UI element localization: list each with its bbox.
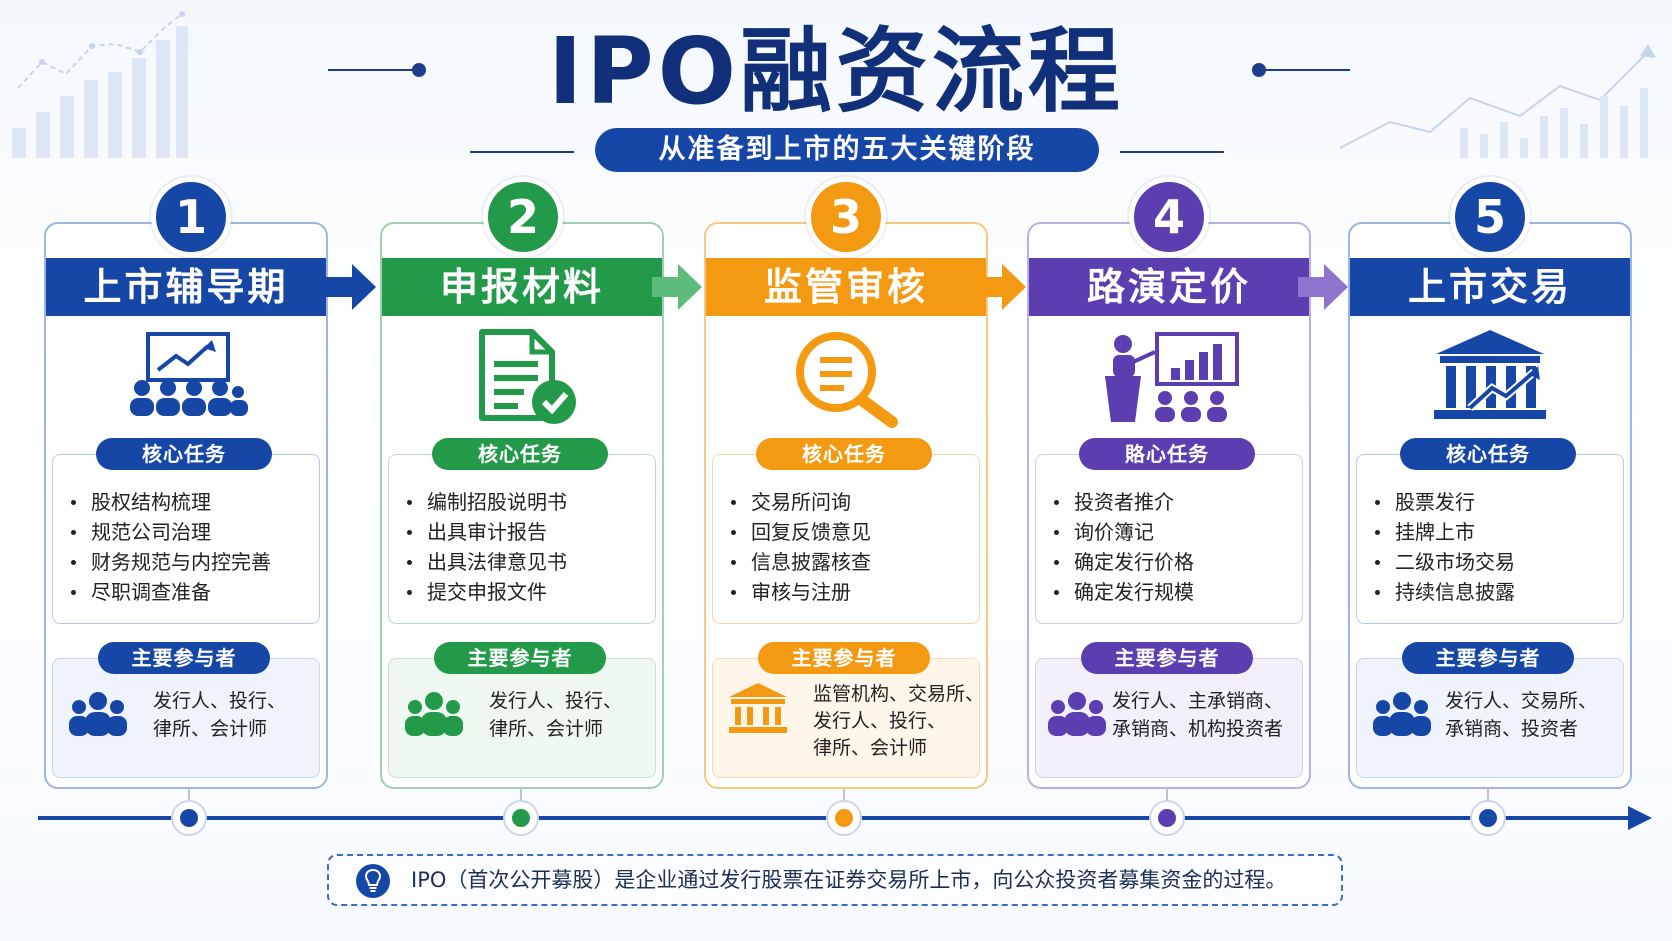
ipo-definition-note: IPO（首次公开募股）是企业通过发行股票在证券交易所上市，向公众投资者募集资金的… xyxy=(327,854,1343,906)
background-bar-chart-decoration xyxy=(12,11,188,158)
participants-text: 发行人、投行、 律所、会计师 xyxy=(489,690,623,740)
stock-exchange-building-icon xyxy=(1434,330,1546,419)
task-item: 提交申报文件 xyxy=(407,577,655,607)
timeline-tick xyxy=(843,789,845,801)
core-tasks-box: 投资者推介 询价簿记 确定发行价格 确定发行规模 xyxy=(1035,454,1303,624)
stage-title: 上市交易 xyxy=(1350,258,1630,316)
task-item: 审核与注册 xyxy=(731,577,979,607)
people-group-icon xyxy=(405,692,463,736)
people-group-icon xyxy=(1373,692,1431,736)
people-group-icon xyxy=(69,692,127,736)
task-item: 尽职调查准备 xyxy=(71,577,319,607)
stage-card-2: 申报材料 编制招股说明书 出具审计报告 出具法律意见书 提交申报文件 核心任务 … xyxy=(380,222,664,789)
timeline-node-3 xyxy=(826,800,862,836)
participants-label: 主要参与者 xyxy=(1081,642,1253,674)
timeline-tick xyxy=(520,789,522,801)
task-item: 信息披露核查 xyxy=(731,547,979,577)
stage-card-1: 上市辅导期 股权结构梳理 规范公司治理 财务规范与内控完善 尽职调查准备 核心任… xyxy=(44,222,328,789)
task-item: 确定发行价格 xyxy=(1054,547,1302,577)
timeline-node-1 xyxy=(171,800,207,836)
core-tasks-label: 賂心任务 xyxy=(1079,438,1255,470)
participants-label: 主要参与者 xyxy=(98,642,270,674)
timeline-tick xyxy=(1166,789,1168,801)
participants-label: 主要参与者 xyxy=(434,642,606,674)
stage-card-3: 监管审核 交易所问询 回复反馈意见 信息披露核查 审核与注册 核心任务 监管机构… xyxy=(704,222,988,789)
stage-card-4: 路演定价 投资者推介 询价簿记 确定发行价格 确定发行规模 賂心任务 发行人、主… xyxy=(1027,222,1311,789)
core-tasks-box: 股权结构梳理 规范公司治理 财务规范与内控完善 尽职调查准备 xyxy=(52,454,320,624)
stage-arrow-3-4 xyxy=(976,264,1026,310)
participants-box: 发行人、主承销商、 承销商、机构投资者 xyxy=(1035,658,1303,778)
stage-title: 上市辅导期 xyxy=(46,258,326,316)
timeline-node-2 xyxy=(503,800,539,836)
title-left-dot xyxy=(412,63,426,77)
people-group-icon xyxy=(1048,692,1106,736)
task-item: 出具审计报告 xyxy=(407,517,655,547)
participants-label: 主要参与者 xyxy=(1402,642,1574,674)
task-item: 回复反馈意见 xyxy=(731,517,979,547)
lightbulb-icon xyxy=(356,864,390,898)
page-subtitle: 从准备到上市的五大关键阶段 xyxy=(595,128,1099,172)
timeline-tick xyxy=(188,789,190,801)
task-item: 持续信息披露 xyxy=(1375,577,1623,607)
magnifier-document-icon xyxy=(796,332,898,428)
subtitle-left-line xyxy=(470,151,574,153)
title-right-line xyxy=(1264,69,1350,71)
core-tasks-box: 股票发行 挂牌上市 二级市场交易 持续信息披露 xyxy=(1356,454,1624,624)
participants-text: 发行人、交易所、 承销商、投资者 xyxy=(1445,690,1598,740)
timeline-node-5 xyxy=(1470,800,1506,836)
participants-text: 发行人、主承销商、 承销商、机构投资者 xyxy=(1112,690,1284,740)
participants-text: 监管机构、交易所、 发行人、投行、 律所、会计师 xyxy=(813,683,985,759)
participants-box: 发行人、投行、 律所、会计师 xyxy=(52,658,320,778)
core-tasks-label: 核心任务 xyxy=(432,438,608,470)
stage-title: 申报材料 xyxy=(382,258,662,316)
task-item: 二级市场交易 xyxy=(1375,547,1623,577)
stage-card-5: 上市交易 股票发行 挂牌上市 二级市场交易 持续信息披露 核心任务 发行人、交易… xyxy=(1348,222,1632,789)
presentation-audience-icon xyxy=(130,332,248,416)
task-item: 确定发行规模 xyxy=(1054,577,1302,607)
background-candlestick-decoration xyxy=(1339,44,1656,158)
stage-arrow-2-3 xyxy=(652,264,702,310)
ipo-definition-text: IPO（首次公开募股）是企业通过发行股票在证券交易所上市，向公众投资者募集资金的… xyxy=(411,868,1287,892)
participants-box: 监管机构、交易所、 发行人、投行、 律所、会计师 xyxy=(712,658,984,778)
title-right-dot xyxy=(1252,63,1266,77)
core-tasks-label: 核心任务 xyxy=(1400,438,1576,470)
stage-number-3: 3 xyxy=(806,177,886,257)
task-item: 交易所问询 xyxy=(731,487,979,517)
participants-label: 主要参与者 xyxy=(758,642,930,674)
core-tasks-box: 交易所问询 回复反馈意见 信息披露核查 审核与注册 xyxy=(712,454,980,624)
stage-title: 监管审核 xyxy=(706,258,986,316)
timeline-node-4 xyxy=(1149,800,1185,836)
title-left-line xyxy=(328,69,414,71)
roadshow-presenter-icon xyxy=(1105,332,1239,422)
stage-number-2: 2 xyxy=(483,177,563,257)
task-item: 规范公司治理 xyxy=(71,517,319,547)
stage-number-5: 5 xyxy=(1450,177,1530,257)
core-tasks-label: 核心任务 xyxy=(756,438,932,470)
stage-title: 路演定价 xyxy=(1029,258,1309,316)
task-item: 出具法律意见书 xyxy=(407,547,655,577)
participants-box: 发行人、投行、 律所、会计师 xyxy=(388,658,656,778)
page-title: IPO融资流程 xyxy=(548,18,1124,125)
core-tasks-box: 编制招股说明书 出具审计报告 出具法律意见书 提交申报文件 xyxy=(388,454,656,624)
subtitle-right-line xyxy=(1120,151,1224,153)
task-item: 投资者推介 xyxy=(1054,487,1302,517)
task-item: 挂牌上市 xyxy=(1375,517,1623,547)
timeline-tick xyxy=(1487,789,1489,801)
stage-arrow-1-2 xyxy=(326,264,376,310)
task-item: 询价簿记 xyxy=(1054,517,1302,547)
stage-number-1: 1 xyxy=(151,177,231,257)
institution-icon xyxy=(729,683,787,733)
timeline-arrowhead xyxy=(1628,806,1652,830)
stage-number-4: 4 xyxy=(1129,177,1209,257)
document-check-icon xyxy=(479,329,576,424)
participants-box: 发行人、交易所、 承销商、投资者 xyxy=(1356,658,1624,778)
task-item: 财务规范与内控完善 xyxy=(71,547,319,577)
task-item: 编制招股说明书 xyxy=(407,487,655,517)
participants-text: 发行人、投行、 律所、会计师 xyxy=(153,690,287,740)
core-tasks-label: 核心任务 xyxy=(96,438,272,470)
task-item: 股权结构梳理 xyxy=(71,487,319,517)
stage-arrow-4-5 xyxy=(1298,264,1348,310)
task-item: 股票发行 xyxy=(1375,487,1623,517)
